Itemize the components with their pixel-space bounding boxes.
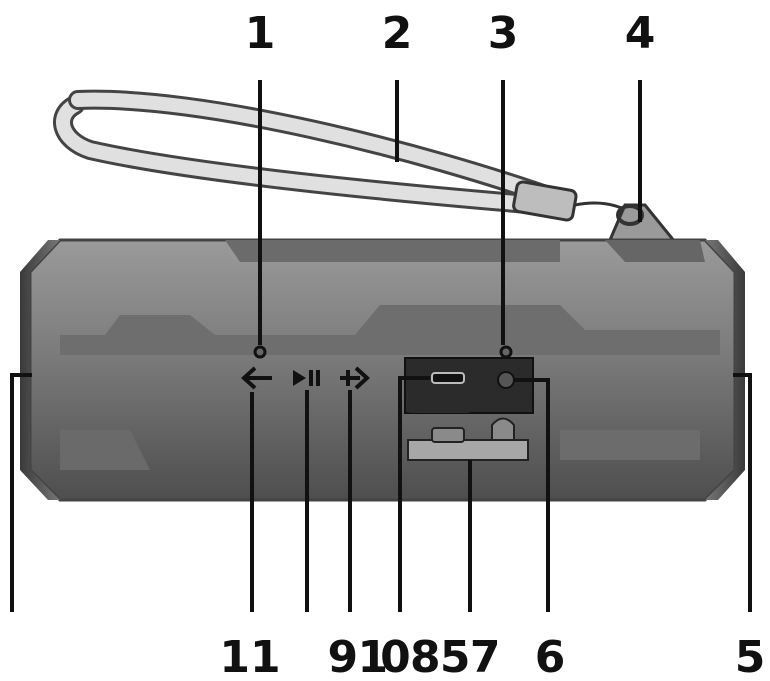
status-led-icon <box>253 345 267 359</box>
callout-3: 3 <box>488 8 519 59</box>
callout-group-center: 9 10 8 5 7 <box>328 632 498 681</box>
callout-11: 11 <box>219 632 280 681</box>
callout-4: 4 <box>625 8 656 59</box>
callout-6: 6 <box>535 632 566 681</box>
strap-anchor <box>607 203 679 244</box>
next-arrow-icon <box>340 366 370 390</box>
callout-5-right: 5 <box>735 632 766 681</box>
leader-lines <box>10 80 752 612</box>
usb-port-icon <box>431 372 465 384</box>
speaker-body <box>20 238 745 502</box>
port-panel <box>404 345 534 461</box>
carry-strap <box>53 89 636 222</box>
play-pause-icon <box>293 370 320 386</box>
aux-jack-icon <box>497 371 515 389</box>
callout-1: 1 <box>245 8 276 59</box>
prev-arrow-icon <box>241 366 272 390</box>
callout-2: 2 <box>382 8 413 59</box>
